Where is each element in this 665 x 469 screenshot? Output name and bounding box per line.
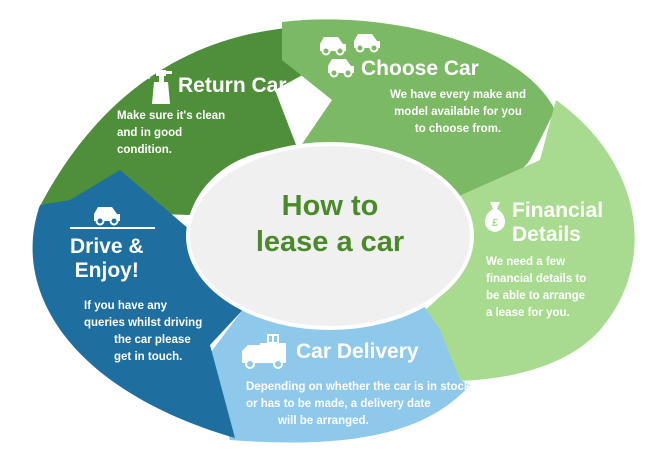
segment-financial-details — [420, 100, 635, 382]
spray-bottle-icon — [144, 70, 172, 104]
choose-car-title: Choose Car — [361, 57, 479, 80]
return-car-desc-line: and in good — [117, 127, 183, 139]
drive-enjoy-desc-line: get in touch. — [114, 351, 183, 363]
financial-details-desc-line: financial details to — [486, 273, 587, 285]
money-bag-icon: £ — [485, 202, 505, 232]
financial-details-desc-line: be able to arrange — [486, 290, 586, 302]
return-car-desc-line: condition. — [117, 144, 172, 156]
delivery-truck-icon — [242, 334, 286, 369]
car-icon — [70, 207, 155, 229]
choose-car-desc-line: We have every make and — [390, 89, 526, 101]
choose-car-desc: We have every make and model available f… — [368, 87, 548, 138]
car-delivery-desc-line: Depending on whether the car is in stock — [246, 381, 471, 393]
return-car-desc: Make sure it's clean and in good conditi… — [117, 108, 277, 159]
drive-enjoy-title-line: Enjoy! — [74, 259, 139, 282]
choose-car-desc-line: to choose from. — [414, 123, 502, 135]
return-car-desc-line: Make sure it's clean — [117, 110, 226, 122]
car-delivery-desc-line: will be arranged. — [278, 415, 369, 427]
drive-enjoy-desc-line: If you have any — [84, 300, 168, 312]
return-car-title: Return Car — [178, 74, 287, 97]
financial-details-desc-line: We need a few — [486, 256, 566, 268]
financial-details-title: Financial Details — [512, 199, 603, 247]
center-title-line1: How to — [281, 190, 379, 222]
svg-text:£: £ — [492, 217, 498, 229]
segment-drive-enjoy — [32, 170, 252, 438]
segment-return-car — [38, 25, 332, 215]
choose-car-desc-line: model available for you — [394, 106, 522, 118]
center-title-line2: lease a car — [255, 226, 405, 258]
financial-details-title-line: Details — [512, 223, 581, 246]
drive-enjoy-desc-line: the car please — [114, 334, 191, 346]
drive-enjoy-title: Drive & Enjoy! — [70, 235, 144, 283]
financial-details-title-line: Financial — [512, 199, 604, 222]
financial-details-desc: We need a few financial details to be ab… — [486, 254, 616, 322]
financial-details-desc-line: a lease for you. — [486, 307, 570, 319]
car-delivery-title: Car Delivery — [296, 340, 419, 363]
car-delivery-desc-line: or has to be made, a delivery date — [246, 398, 431, 410]
center-oval — [186, 142, 474, 330]
center-title: How to lease a car — [215, 188, 445, 260]
drive-enjoy-title-line: Drive & — [70, 235, 144, 258]
drive-enjoy-desc-line: queries whilst driving — [84, 317, 203, 329]
car-delivery-desc: Depending on whether the car is in stock… — [246, 379, 506, 430]
cars-icon — [320, 34, 380, 78]
drive-enjoy-desc: If you have any queries whilst driving t… — [84, 298, 234, 366]
